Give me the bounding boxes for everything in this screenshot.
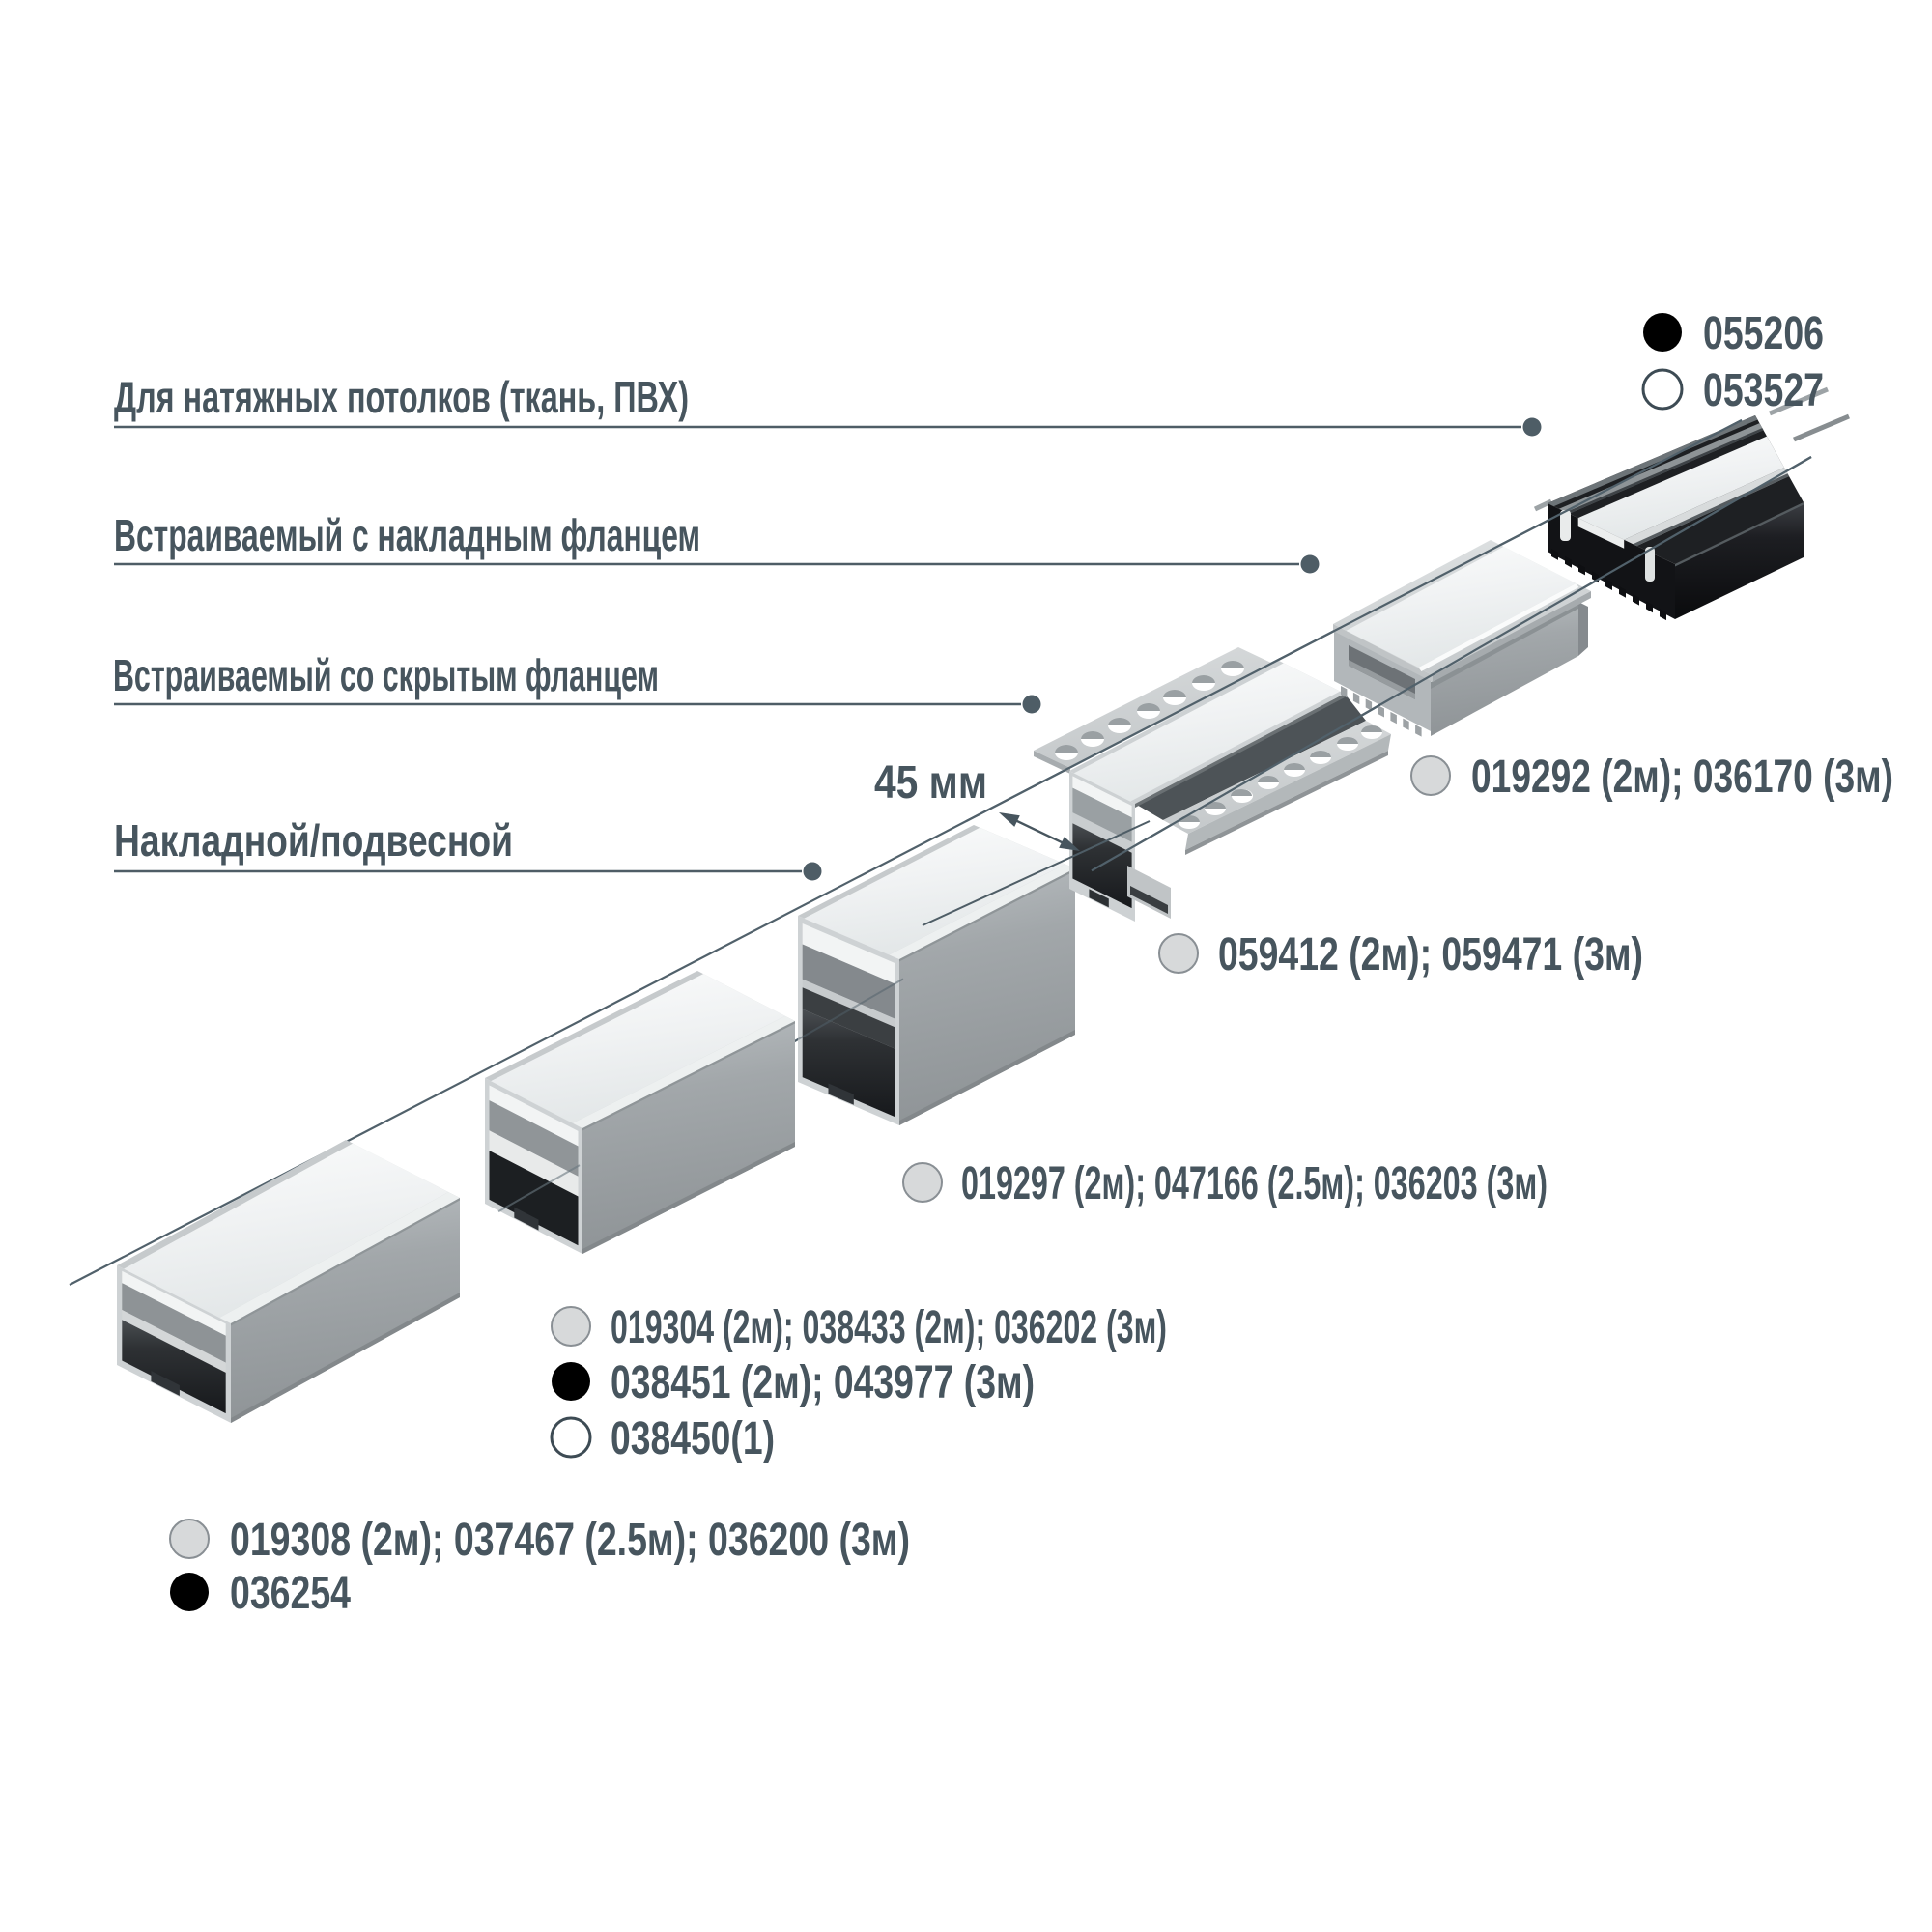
svg-text:019297 (2м); 047166 (2.5м); 03: 019297 (2м); 047166 (2.5м); 036203 (3м) xyxy=(961,1158,1548,1209)
svg-text:053527: 053527 xyxy=(1703,365,1824,416)
svg-text:019304 (2м); 038433 (2м); 0362: 019304 (2м); 038433 (2м); 036202 (3м) xyxy=(611,1302,1167,1353)
svg-text:45 мм: 45 мм xyxy=(874,757,987,809)
svg-text:Для натяжных потолков (ткань,: Для натяжных потолков (ткань, ПВХ) xyxy=(114,372,689,422)
svg-text:019308 (2м); 037467 (2.5м); 03: 019308 (2м); 037467 (2.5м); 036200 (3м) xyxy=(230,1515,910,1566)
svg-text:Накладной/подвесной: Накладной/подвесной xyxy=(114,815,513,866)
svg-text:Встраиваемый со скрытым фланце: Встраиваемый со скрытым фланцем xyxy=(113,650,659,700)
svg-text:038450(1): 038450(1) xyxy=(611,1413,775,1464)
svg-text:019292 (2м); 036170 (3м): 019292 (2м); 036170 (3м) xyxy=(1471,752,1893,803)
svg-text:055206: 055206 xyxy=(1703,308,1824,359)
svg-text:059412 (2м); 059471 (3м): 059412 (2м); 059471 (3м) xyxy=(1218,929,1643,980)
svg-text:038451 (2м); 043977 (3м): 038451 (2м); 043977 (3м) xyxy=(611,1357,1035,1408)
svg-text:Встраиваемый с накладным фланц: Встраиваемый с накладным фланцем xyxy=(114,510,700,560)
svg-text:036254: 036254 xyxy=(230,1568,351,1619)
